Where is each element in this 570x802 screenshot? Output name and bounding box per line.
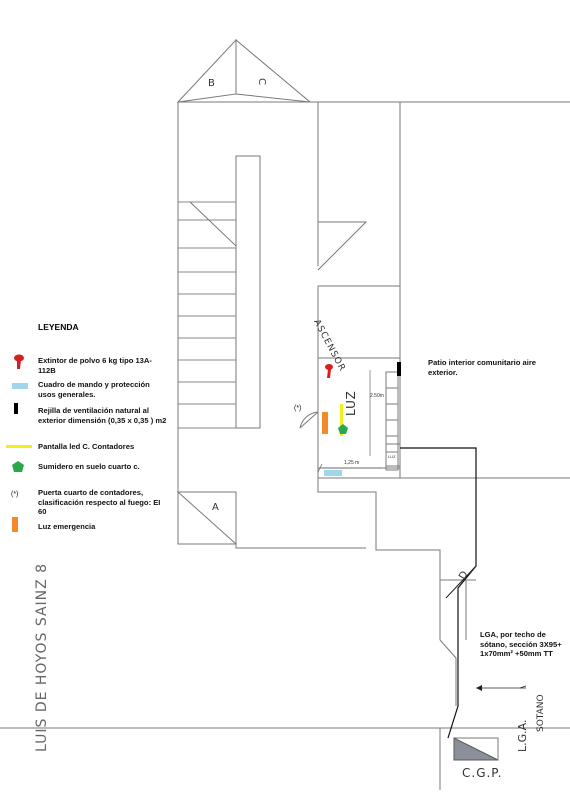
stair-arrow-a [176, 491, 237, 546]
lga-note: LGA, por techo de sótano, sección 3X95+ … [480, 630, 562, 658]
stair-treads [178, 201, 236, 429]
legend-door-symbol: (*) [11, 491, 19, 498]
cuadro-icon [324, 470, 342, 476]
legend-pantalla-icon [6, 445, 32, 448]
stair-core [235, 155, 261, 429]
lower-wall [317, 478, 441, 640]
street-label: LUIS DE HOYOS SAINZ 8 [34, 562, 50, 752]
legend-sumidero-icon [12, 461, 24, 472]
luz-label: LUZ [344, 390, 358, 416]
stair-arrow-c [235, 38, 312, 103]
legend-item-puerta: Puerta cuarto de contadores, clasificaci… [38, 488, 161, 516]
lga-cable [400, 447, 477, 739]
emergencia-icon [322, 412, 328, 434]
meter-cabinet [385, 371, 399, 471]
cgp-hatch [453, 737, 499, 761]
stair-label-c: C [255, 78, 267, 85]
sumidero-icon [338, 424, 348, 434]
legend-item-rejilla: Rejilla de ventilación natural al exteri… [38, 406, 167, 425]
door-swing [299, 411, 319, 429]
legend-extintor-icon [14, 354, 24, 369]
rejilla-icon [397, 362, 401, 376]
small-box-label: LUZ [388, 454, 396, 459]
pantalla-icon [340, 404, 343, 436]
cgp-label: C.G.P. [462, 766, 503, 780]
door-mark: (*) [294, 405, 302, 412]
dim-height-label: 2.50m [370, 393, 384, 399]
legend-title: LEYENDA [38, 322, 79, 332]
legend-item-emergencia: Luz emergencia [38, 522, 96, 531]
building-outline [178, 101, 319, 266]
dim-width-label: 1,25 m [344, 460, 360, 466]
elevator-shaft-top [317, 221, 368, 271]
stair-landing [189, 201, 237, 248]
legend-item-extintor: Extintor de polvo 6 kg tipo 13A-112B [38, 356, 152, 375]
lower-corridor [177, 492, 366, 549]
stair-label-b: B [208, 78, 215, 89]
sotano-label: SOTANO [536, 694, 546, 732]
lga-hand-label: L.G.A. [516, 719, 529, 752]
patio-note: Patio interior comunitario aire exterior… [428, 358, 537, 377]
extintor-icon [325, 364, 333, 378]
legend-item-sumidero: Sumidero en suelo cuarto c. [38, 462, 140, 471]
stair-label-a: A [212, 502, 219, 513]
small-box [385, 443, 401, 467]
legend-item-pantalla: Pantalla led C. Contadores [38, 442, 135, 451]
legend-item-cuadro: Cuadro de mando y protección usos genera… [38, 380, 150, 399]
legend-rejilla-icon [14, 403, 18, 414]
legend-emergencia-icon [12, 517, 18, 532]
meter-room [317, 358, 401, 479]
stair-arrow-b [176, 38, 237, 103]
legend-cuadro-icon [12, 383, 28, 389]
